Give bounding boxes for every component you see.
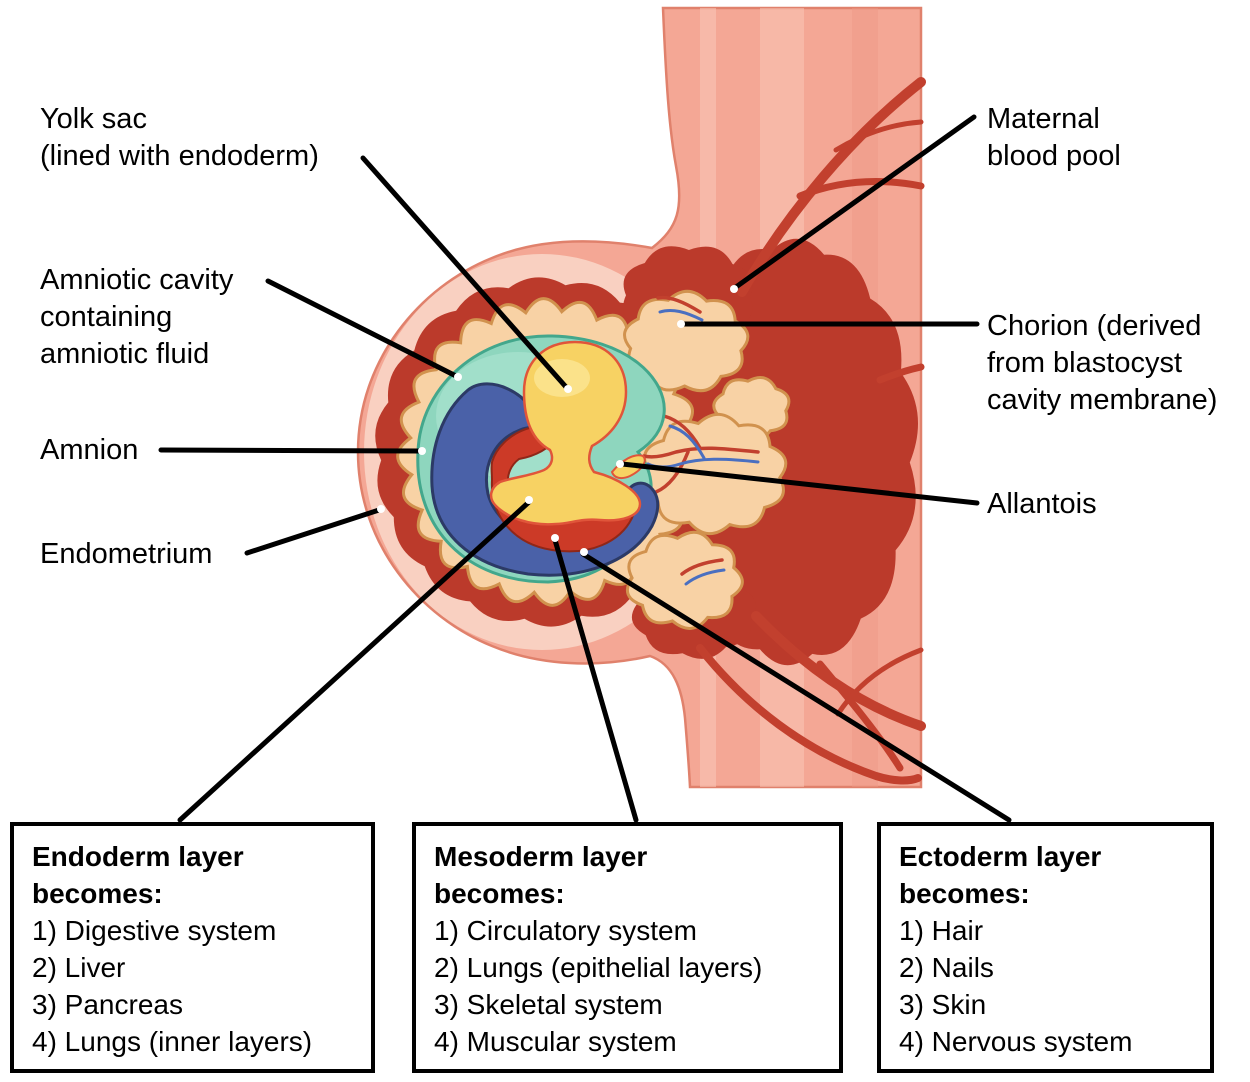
box-item: 2) Nails — [899, 952, 994, 983]
leader-yolk-sac — [360, 155, 569, 390]
leader-mesoderm-box — [552, 537, 639, 823]
box-title: becomes: — [32, 878, 163, 909]
box-item: 1) Circulatory system — [434, 915, 697, 946]
leader-endometrium — [244, 507, 382, 556]
info-box-endoderm: Endoderm layer becomes: 1) Digestive sys… — [10, 822, 375, 1073]
leader-lines — [158, 114, 1012, 823]
label-line: amniotic fluid — [40, 338, 210, 370]
box-item: 4) Nervous system — [899, 1026, 1133, 1057]
box-item: 4) Lungs (inner layers) — [32, 1026, 313, 1057]
label-amniotic-cavity: Amniotic cavity containing amniotic flui… — [40, 262, 233, 373]
leader-dots — [377, 285, 738, 556]
label-line: Chorion (derived — [987, 310, 1202, 342]
yolk-sac-shape — [489, 340, 642, 526]
box-item: 1) Digestive system — [32, 915, 277, 946]
box-item: 3) Pancreas — [32, 989, 183, 1020]
label-line: Amnion — [40, 434, 139, 466]
box-title: becomes: — [899, 878, 1030, 909]
box-title: becomes: — [434, 878, 565, 909]
label-chorion: Chorion (derived from blastocyst cavity … — [987, 308, 1217, 419]
fetal-vessels — [642, 295, 760, 586]
yolk-sac-highlight — [534, 359, 590, 397]
box-title: Mesoderm layer — [434, 841, 648, 872]
label-line: Maternal — [987, 103, 1100, 135]
label-line: from blastocyst — [987, 347, 1182, 379]
label-maternal-blood-pool: Maternal blood pool — [987, 101, 1121, 175]
box-item: 3) Skeletal system — [434, 989, 663, 1020]
box-item: 1) Hair — [899, 915, 984, 946]
label-endometrium: Endometrium — [40, 536, 212, 573]
maternal-vessels — [696, 77, 926, 785]
villus-finger-upper — [623, 289, 750, 393]
leader-endoderm-box — [177, 499, 532, 823]
label-line: Yolk sac — [40, 103, 147, 135]
label-line: (lined with endoderm) — [40, 140, 319, 172]
label-line: blood pool — [987, 140, 1121, 172]
label-line: Amniotic cavity — [40, 264, 234, 296]
embryo — [430, 340, 660, 577]
leader-ectoderm-box — [580, 551, 1012, 823]
villus-finger-lower — [625, 530, 744, 630]
info-box-mesoderm: Mesoderm layer becomes: 1) Circulatory s… — [412, 822, 843, 1073]
label-amnion: Amnion — [40, 432, 138, 469]
box-item: 3) Skin — [899, 989, 987, 1020]
label-line: Allantois — [987, 488, 1097, 520]
box-item: 2) Lungs (epithelial layers) — [434, 952, 763, 983]
label-allantois: Allantois — [987, 486, 1097, 523]
leader-amniotic-cavity — [265, 278, 459, 379]
label-line: containing — [40, 301, 173, 333]
box-title: Ectoderm layer — [899, 841, 1102, 872]
box-title: Endoderm layer — [32, 841, 244, 872]
label-line: cavity membrane) — [987, 384, 1218, 416]
leader-maternal-blood-pool — [733, 114, 977, 290]
label-yolk-sac: Yolk sac (lined with endoderm) — [40, 101, 319, 175]
leader-amnion — [158, 447, 423, 454]
info-box-ectoderm: Ectoderm layer becomes: 1) Hair 2) Nails… — [877, 822, 1214, 1073]
box-item: 4) Muscular system — [434, 1026, 677, 1057]
box-item: 2) Liver — [32, 952, 126, 983]
leader-allantois — [619, 461, 980, 506]
label-line: Endometrium — [40, 538, 213, 570]
